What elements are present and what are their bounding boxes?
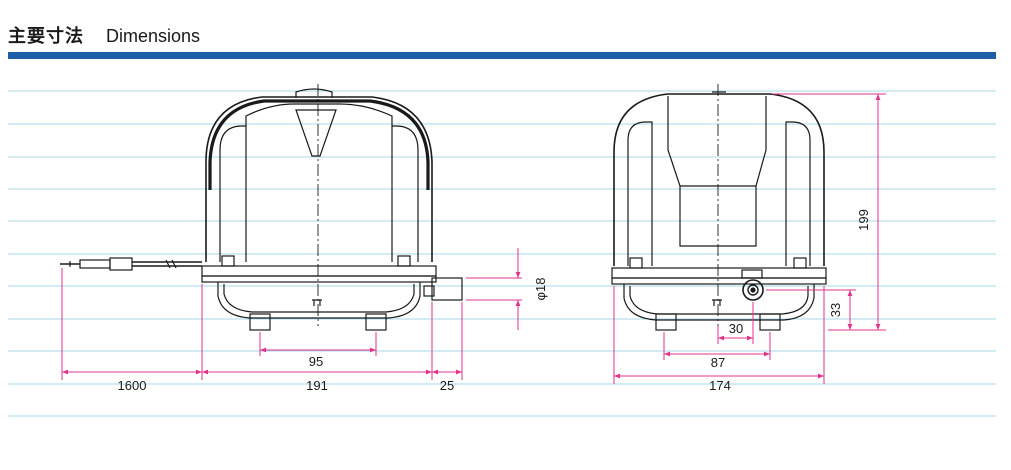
dim-label-cord-length: 1600 bbox=[118, 378, 147, 393]
dim-label-outlet-length: 25 bbox=[440, 378, 454, 393]
dim-label-side-width: 174 bbox=[709, 378, 731, 393]
side-dimension-lines bbox=[613, 93, 886, 384]
dim-label-outlet-offset: 30 bbox=[729, 321, 743, 336]
dim-label-outlet-diameter: φ18 bbox=[533, 278, 548, 301]
title-english: Dimensions bbox=[106, 26, 201, 46]
dim-label-side-foot-spacing: 87 bbox=[711, 355, 725, 370]
ruled-lines bbox=[8, 90, 996, 417]
page-header: 主要寸法 Dimensions bbox=[8, 22, 200, 52]
front-dimension-lines bbox=[61, 248, 522, 380]
side-view-pump bbox=[611, 91, 827, 331]
side-dimension-labels: 174 87 30 199 33 bbox=[709, 209, 871, 393]
dim-label-body-width: 191 bbox=[306, 378, 328, 393]
header-accent-bar bbox=[8, 52, 996, 59]
front-view-pump bbox=[60, 88, 463, 331]
dim-label-outlet-height: 33 bbox=[828, 303, 843, 317]
front-dimension-labels: 1600 191 25 95 φ18 bbox=[118, 278, 548, 393]
dim-label-foot-spacing: 95 bbox=[309, 354, 323, 369]
title-japanese: 主要寸法 bbox=[8, 26, 84, 47]
dim-label-side-height: 199 bbox=[856, 209, 871, 231]
